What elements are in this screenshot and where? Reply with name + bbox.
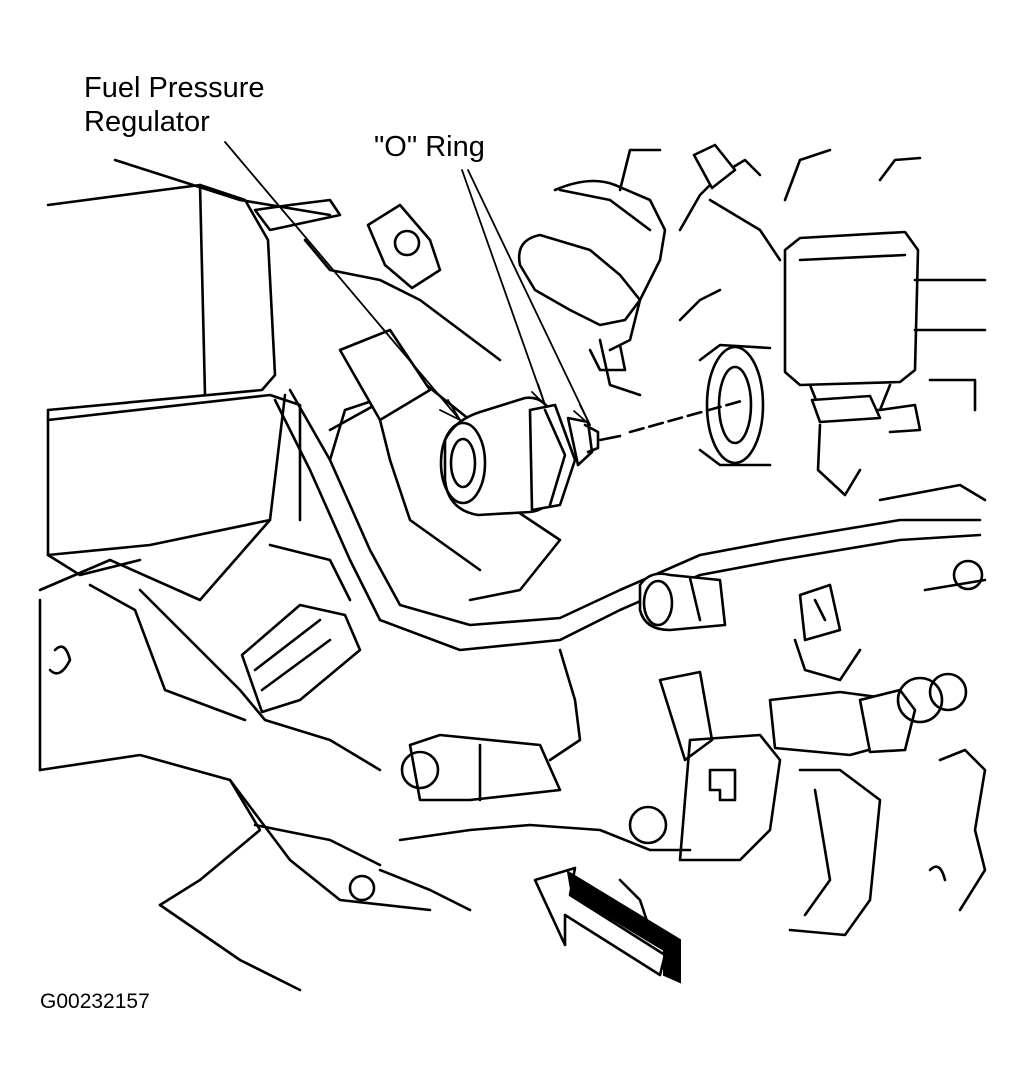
- fuel-pressure-regulator-label-line2: Regulator: [84, 106, 210, 138]
- throttle-body: [517, 143, 782, 397]
- regulator-bracket: [253, 198, 562, 602]
- leader-lines: [224, 141, 591, 426]
- figure-id: G00232157: [40, 990, 150, 1013]
- lower-right-assembly: [638, 483, 987, 937]
- lower-manifold: [378, 648, 692, 932]
- forward-direction-arrow-icon: [533, 866, 681, 984]
- o-ring-label: "O" Ring: [374, 131, 485, 163]
- engine-block: [38, 518, 432, 992]
- ignition-coil: [783, 148, 987, 497]
- intake-housing: [46, 158, 332, 577]
- injector-pad: [240, 603, 362, 714]
- o-ring: [598, 398, 747, 442]
- fuel-pressure-regulator-label-line1: Fuel Pressure: [84, 72, 265, 104]
- fuel-rail: [268, 388, 982, 652]
- intake-gasket: [698, 343, 772, 467]
- fuel-pressure-regulator: [439, 396, 600, 517]
